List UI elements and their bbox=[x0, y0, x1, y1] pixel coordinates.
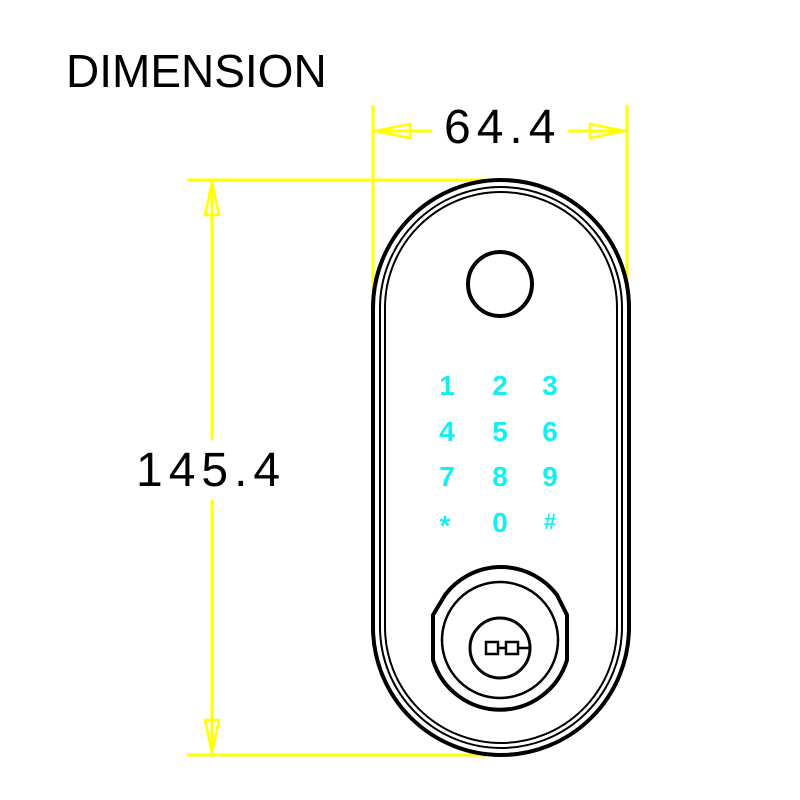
width-dimension-label: 64.4 bbox=[444, 101, 562, 154]
diagram-title: DIMENSION bbox=[66, 45, 327, 97]
keyhole-icon bbox=[484, 640, 530, 656]
key-star[interactable]: * bbox=[439, 510, 451, 541]
key-hash[interactable]: # bbox=[543, 509, 557, 534]
key-3[interactable]: 3 bbox=[542, 370, 558, 401]
key-0[interactable]: 0 bbox=[492, 507, 508, 538]
height-dimension-label: 145.4 bbox=[134, 443, 289, 498]
key-1[interactable]: 1 bbox=[439, 370, 455, 401]
key-5[interactable]: 5 bbox=[492, 416, 508, 447]
key-8[interactable]: 8 bbox=[492, 461, 508, 492]
key-cylinder-icon bbox=[431, 565, 569, 712]
key-6[interactable]: 6 bbox=[542, 416, 558, 447]
key-4[interactable]: 4 bbox=[439, 416, 455, 447]
lock-body bbox=[371, 178, 631, 757]
key-2[interactable]: 2 bbox=[492, 370, 508, 401]
key-7[interactable]: 7 bbox=[439, 461, 455, 492]
dimension-lines bbox=[187, 105, 629, 757]
dimension-arrows bbox=[203, 122, 626, 754]
fingerprint-sensor-icon bbox=[466, 250, 534, 318]
key-9[interactable]: 9 bbox=[542, 461, 558, 492]
